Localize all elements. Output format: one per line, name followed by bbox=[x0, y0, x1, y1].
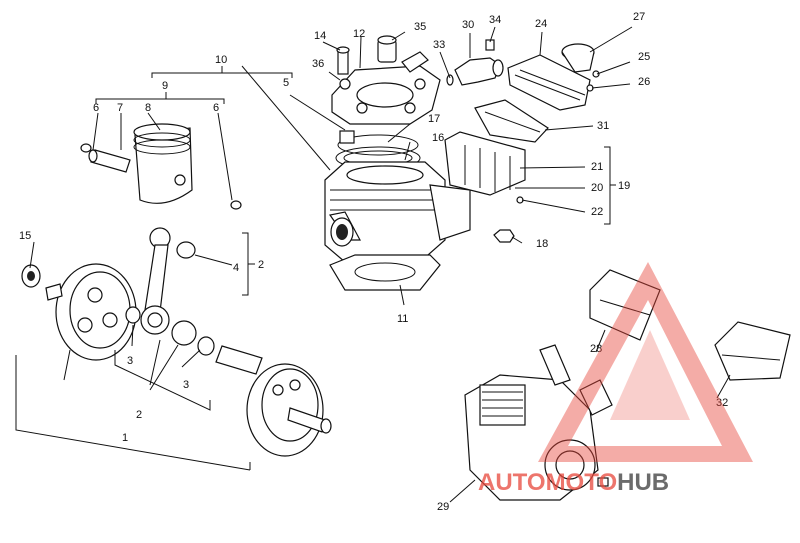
label-15: 15 bbox=[19, 230, 31, 242]
crankshaft-left bbox=[21, 263, 137, 361]
intake-hose bbox=[446, 39, 504, 86]
label-2: 2 bbox=[258, 259, 264, 271]
label-22: 22 bbox=[591, 206, 603, 218]
label-27: 27 bbox=[633, 11, 645, 23]
label-3: 3 bbox=[127, 355, 133, 367]
label-20: 20 bbox=[591, 182, 603, 194]
watermark-auto: AUTO bbox=[478, 469, 546, 496]
label-16: 16 bbox=[432, 132, 444, 144]
label-3: 3 bbox=[183, 379, 189, 391]
cylinder-head bbox=[331, 35, 441, 125]
label-7: 7 bbox=[117, 102, 123, 114]
nut bbox=[493, 229, 515, 243]
crankshaft-right bbox=[246, 363, 332, 457]
label-8: 8 bbox=[145, 102, 151, 114]
label-36: 36 bbox=[312, 58, 324, 70]
label-21: 21 bbox=[591, 161, 603, 173]
label-4: 4 bbox=[233, 262, 239, 274]
label-29: 29 bbox=[437, 501, 449, 513]
seal-kit-bag bbox=[714, 321, 791, 381]
label-11: 11 bbox=[397, 313, 408, 325]
watermark-moto: MOTO bbox=[546, 469, 618, 496]
label-28: 28 bbox=[590, 343, 602, 355]
watermark-triangle bbox=[538, 262, 753, 462]
reed-spacer bbox=[474, 99, 549, 143]
label-5: 5 bbox=[283, 77, 289, 89]
label-26: 26 bbox=[638, 76, 650, 88]
label-9: 9 bbox=[162, 80, 168, 92]
watermark-logo: AUTOMOTOHUB bbox=[478, 262, 753, 496]
gasket-kit-bag bbox=[589, 269, 661, 341]
reed-valve bbox=[444, 131, 526, 204]
label-6: 6 bbox=[93, 102, 99, 114]
connecting-rod bbox=[125, 227, 215, 356]
piston bbox=[133, 123, 193, 204]
label-25: 25 bbox=[638, 51, 650, 63]
label-31: 31 bbox=[597, 120, 609, 132]
label-19: 19 bbox=[618, 180, 630, 192]
label-32: 32 bbox=[716, 397, 728, 409]
label-1: 1 bbox=[122, 432, 128, 444]
label-14: 14 bbox=[314, 30, 326, 42]
engine-assembly bbox=[464, 344, 613, 501]
label-12: 12 bbox=[353, 28, 365, 40]
watermark-hub: HUB bbox=[617, 469, 669, 496]
watermark-text-auto: AUTOMOTOHUB bbox=[478, 469, 669, 496]
cylinder bbox=[324, 161, 471, 263]
label-10: 10 bbox=[215, 54, 227, 66]
label-33: 33 bbox=[433, 39, 445, 51]
crank-pin bbox=[215, 345, 263, 375]
label-18: 18 bbox=[536, 238, 548, 250]
part-labels: 1 2 2 3 3 4 5 6 6 7 8 9 10 11 12 14 15 1… bbox=[19, 11, 728, 513]
label-35: 35 bbox=[414, 21, 426, 33]
label-2: 2 bbox=[136, 409, 142, 421]
label-6: 6 bbox=[213, 102, 219, 114]
base-gasket bbox=[329, 254, 441, 291]
leader-lines bbox=[15, 26, 731, 503]
intake-manifold bbox=[507, 43, 600, 111]
label-34: 34 bbox=[489, 14, 501, 26]
label-24: 24 bbox=[535, 18, 547, 30]
label-30: 30 bbox=[462, 19, 474, 31]
label-17: 17 bbox=[428, 113, 440, 125]
